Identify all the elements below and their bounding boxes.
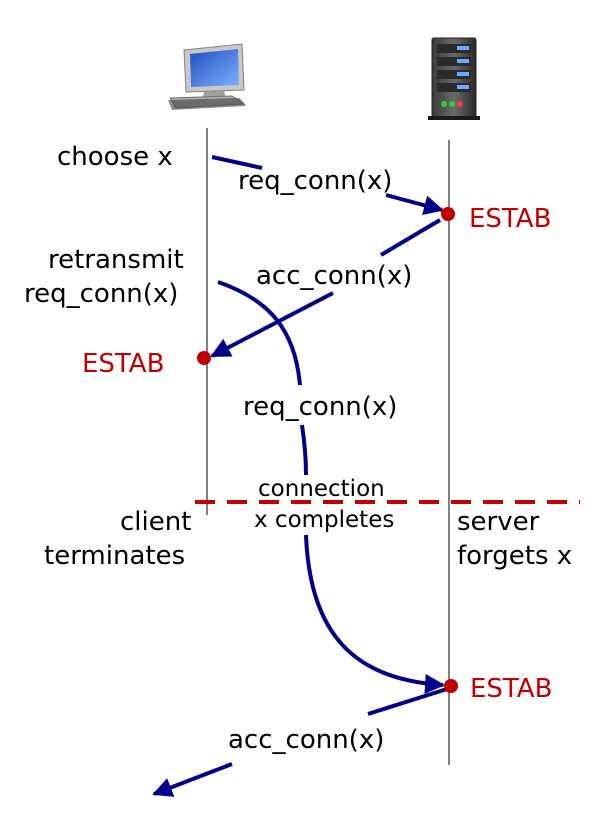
estab-server-label-2: ESTAB (470, 674, 552, 704)
acc-conn-arrow-2-bottom (152, 762, 233, 797)
choose-x-label: choose x (57, 142, 173, 172)
client-terminates-line1: client (120, 507, 191, 537)
estab-client-label: ESTAB (82, 349, 164, 379)
req-conn-label-2: req_conn(x) (243, 392, 397, 422)
connection-label-line2: x completes (254, 507, 394, 533)
client-terminates-line2: terminates (44, 541, 185, 571)
retransmit-label-line2: req_conn(x) (24, 279, 178, 309)
server-forgets-line1: server (457, 507, 540, 537)
req-conn-arrow-2-bottom (304, 534, 445, 694)
server-forgets-line2: forgets x (457, 541, 572, 571)
server-tower-icon (428, 37, 480, 120)
acc-conn-arrow-1 (379, 218, 442, 257)
req-conn-arrow-1 (211, 155, 263, 170)
desktop-computer-icon (168, 43, 246, 110)
retransmit-label-line1: retransmit (48, 245, 184, 275)
req-conn-label-1: req_conn(x) (238, 166, 392, 196)
acc-conn-label-2: acc_conn(x) (228, 725, 384, 755)
req-conn-arrow-1b (385, 193, 444, 216)
acc-conn-label-1: acc_conn(x) (256, 261, 412, 291)
estab-server-label-1: ESTAB (469, 204, 551, 234)
estab-dot-server-1 (441, 207, 455, 221)
estab-dot-client (197, 351, 211, 365)
acc-conn-arrow-2-top (367, 687, 448, 716)
req-conn-arrow-2-top (217, 280, 302, 386)
acc-conn-arrow-1b (210, 291, 334, 358)
estab-dot-server-2 (444, 679, 458, 693)
req-conn-arrow-2-mid (300, 424, 308, 476)
connection-label-line1: connection (258, 476, 385, 502)
